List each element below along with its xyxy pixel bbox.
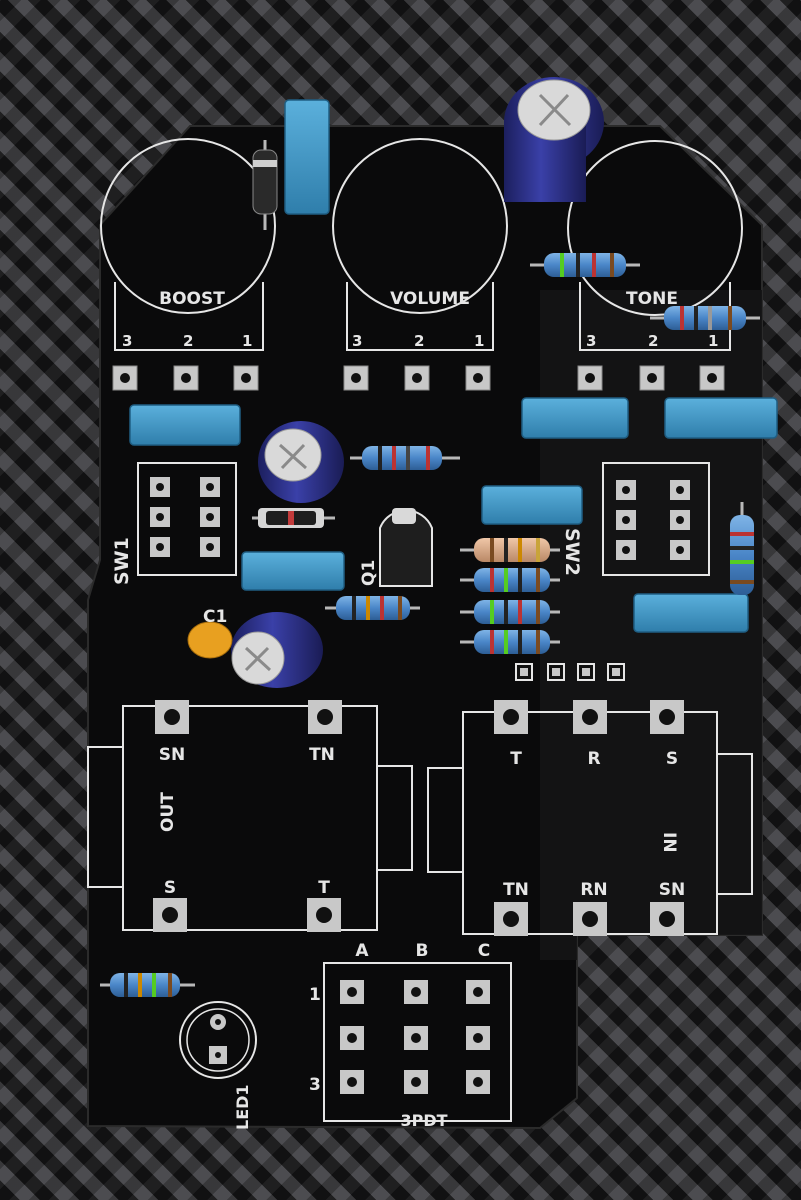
pot-tone-label: TONE xyxy=(626,289,678,309)
pot-boost xyxy=(100,138,276,351)
out-jack-label: OUT xyxy=(158,792,178,832)
pot-pin-label: 1 xyxy=(708,332,718,350)
in-jack-label: IN xyxy=(659,832,679,853)
footswitch-col-label: C xyxy=(478,941,490,961)
footswitch-row-label: 1 xyxy=(309,985,321,1005)
footswitch-col-label: A xyxy=(355,941,369,961)
transistor-q1 xyxy=(379,508,433,587)
c1-label: C1 xyxy=(203,607,227,627)
pot-volume xyxy=(332,138,508,351)
sw2-label: SW2 xyxy=(561,528,583,576)
out-jack-pin-label: S xyxy=(164,878,176,898)
pot-boost-label: BOOST xyxy=(159,289,225,309)
pot-pin-label: 1 xyxy=(242,332,252,350)
out-jack-pin-label: TN xyxy=(309,745,335,765)
led1-label: LED1 xyxy=(233,1084,252,1130)
pot-pin-label: 2 xyxy=(648,332,658,350)
film-capacitors xyxy=(129,99,778,633)
out-jack-pin-label: SN xyxy=(159,745,185,765)
pot-pin-label: 3 xyxy=(352,332,362,350)
electrolytic-cap-mid xyxy=(258,421,344,503)
sw2-outline xyxy=(602,462,710,576)
diode-small xyxy=(258,508,324,528)
in-jack-pin-label: S xyxy=(666,749,678,769)
pot-pin-label: 3 xyxy=(586,332,596,350)
footswitch-label: 3PDT xyxy=(400,1111,447,1130)
q1-label: Q1 xyxy=(359,560,379,586)
footswitch-col-label: B xyxy=(416,941,429,961)
in-jack-pin-label: T xyxy=(510,749,522,769)
in-jack-pin-label: SN xyxy=(659,880,685,900)
pot-pin-label: 1 xyxy=(474,332,484,350)
sw1-outline xyxy=(137,462,237,576)
electrolytic-cap-large xyxy=(504,77,604,202)
footswitch-row-label: 3 xyxy=(309,1075,321,1095)
resistor-bands xyxy=(124,253,754,997)
sw1-label: SW1 xyxy=(111,537,133,585)
led1-footprint xyxy=(179,1001,257,1079)
pot-pin-label: 2 xyxy=(414,332,424,350)
pot-pin-label: 3 xyxy=(122,332,132,350)
electrolytic-cap-bottom xyxy=(231,612,323,688)
in-jack-pin-label: RN xyxy=(580,880,607,900)
in-jack-pin-label: R xyxy=(587,749,600,769)
diode-top xyxy=(252,149,278,215)
pot-volume-label: VOLUME xyxy=(390,289,470,309)
capacitor-c1 xyxy=(187,621,233,659)
in-jack-pin-label: TN xyxy=(503,880,529,900)
pot-pin-label: 2 xyxy=(183,332,193,350)
footswitch-outline xyxy=(323,962,512,1122)
out-jack xyxy=(87,705,413,931)
out-jack-pin-label: T xyxy=(318,878,330,898)
